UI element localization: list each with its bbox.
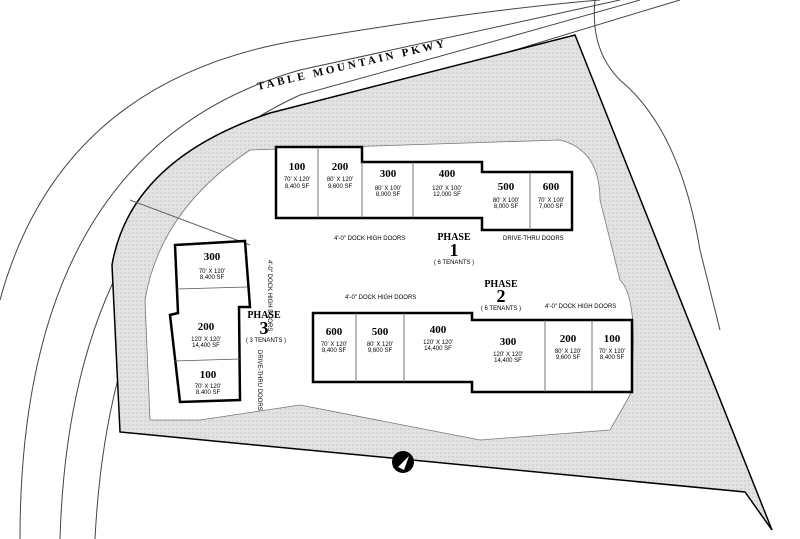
phase-2-tenants: ( 6 TENANTS ) [481, 306, 521, 312]
phase-3-title: PHASE [247, 310, 281, 321]
phase2-units-2-dim: 120' X 120' [423, 340, 453, 346]
phase2-units-4-num: 200 [560, 333, 577, 345]
phase2-units-5-num: 100 [604, 333, 621, 345]
phase2-units-1-num: 500 [372, 326, 389, 338]
phase2-units-2-num: 400 [430, 324, 447, 336]
phase-2-number: 2 [497, 286, 506, 306]
phase2-units-5-sf: 8,400 SF [600, 355, 625, 361]
phase1-units-3-num: 400 [439, 168, 456, 180]
phase1-units-1-dim: 80' X 120' [327, 177, 353, 183]
phase-1-building: 100 70' X 120'8,400 SF 200 80' X 120'9,600… [274, 145, 574, 232]
phase-3-drive-note: DRIVE-THRU DOORS [256, 350, 262, 411]
phase3-units-1-dim: 120' X 120' [191, 337, 221, 343]
phase2-units-3-sf: 14,400 SF [494, 358, 522, 364]
phase1-units-3-dim: 120' X 100' [432, 186, 462, 192]
phase3-units-0-num: 300 [204, 251, 221, 263]
phase1-units-5-num: 600 [543, 181, 560, 193]
phase-3-tenants: ( 3 TENANTS ) [246, 338, 286, 344]
phase2-units-3-num: 300 [500, 336, 517, 348]
phase1-units-0-num: 100 [289, 161, 306, 173]
phase2-units-1-sf: 9,600 SF [368, 348, 393, 354]
phase-3-number: 3 [260, 318, 269, 338]
phase1-units-5-dim: 70' X 100' [538, 198, 564, 204]
phase3-units-2-dim: 70' X 120' [195, 384, 221, 390]
phase2-units-2-sf: 14,400 SF [424, 346, 452, 352]
phase1-units-1-num: 200 [332, 161, 349, 173]
phase-1-dock-note: 4'-0" DOCK HIGH DOORS [334, 236, 405, 242]
phase1-units-4-num: 500 [498, 181, 515, 193]
phase-1-title: PHASE [437, 232, 471, 243]
phase3-units-1-sf: 14,400 SF [192, 343, 220, 349]
phase-1-number: 1 [450, 240, 459, 260]
phase2-units-3-dim: 120' X 120' [493, 352, 523, 358]
phase3-units-1-num: 200 [198, 321, 215, 333]
phase1-units-3-sf: 12,000 SF [433, 192, 461, 198]
phase1-units-4-sf: 8,000 SF [494, 204, 519, 210]
phase1-units-2-num: 300 [380, 168, 397, 180]
phase3-units-2-sf: 8,400 SF [196, 390, 221, 396]
north-arrow-icon [392, 451, 414, 473]
phase2-units-0-sf: 8,400 SF [322, 348, 347, 354]
phase-2-dock-note-right: 4'-0" DOCK HIGH DOORS [545, 304, 616, 310]
phase1-units-0-dim: 70' X 120' [284, 177, 310, 183]
phase1-units-2-sf: 8,000 SF [376, 192, 401, 198]
phase1-units-0-sf: 8,400 SF [285, 184, 310, 190]
phase2-units-4-sf: 9,600 SF [556, 355, 581, 361]
phase3-units-2-num: 100 [200, 369, 217, 381]
phase1-units-4-dim: 80' X 100' [493, 198, 519, 204]
phase2-units-0-num: 600 [326, 326, 343, 338]
phase-1-tenants: ( 6 TENANTS ) [434, 260, 474, 266]
phase3-units-0-dim: 70' X 120' [199, 269, 225, 275]
phase2-units-1-dim: 80' X 120' [367, 342, 393, 348]
phase-2-title: PHASE [484, 279, 518, 290]
phase1-units-5-sf: 7,000 SF [539, 204, 564, 210]
phase3-units-0-sf: 8,400 SF [200, 275, 225, 281]
phase-2-dock-note-left: 4'-0" DOCK HIGH DOORS [345, 295, 416, 301]
phase-1-drive-note: DRIVE-THRU DOORS [503, 236, 564, 242]
phase1-units-2-dim: 80' X 100' [375, 186, 401, 192]
phase1-units-1-sf: 9,600 SF [328, 184, 353, 190]
phase2-units-5-dim: 70' X 120' [599, 349, 625, 355]
phase2-units-0-dim: 70' X 120' [321, 342, 347, 348]
phase-3-dock-note: 4'-0" DOCK HIGH DOORS [266, 260, 272, 331]
phase2-units-4-dim: 80' X 120' [555, 349, 581, 355]
